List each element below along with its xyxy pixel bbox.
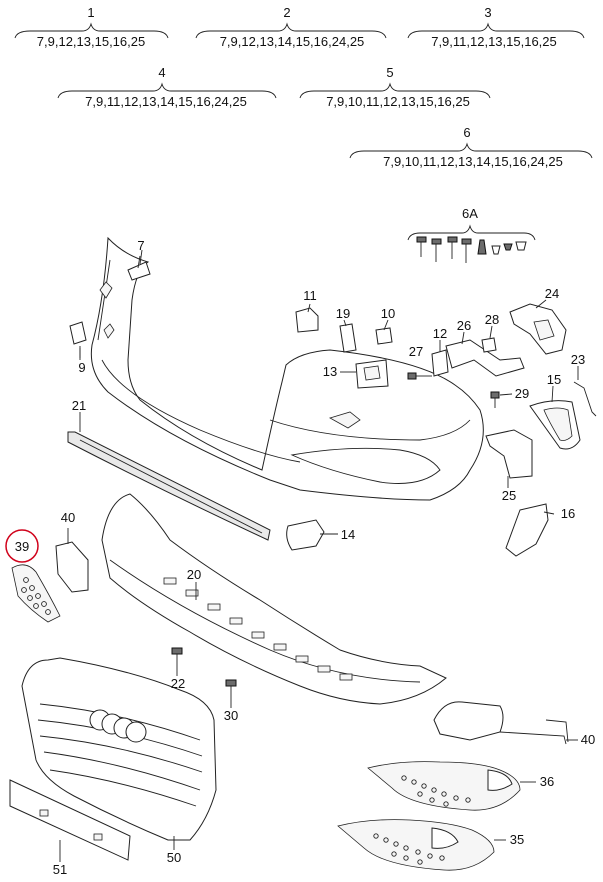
part-26-bracket[interactable]: [445, 339, 525, 377]
callout-23: 23: [571, 352, 585, 367]
group-list: 7,9,10,11,12,13,15,16,25: [326, 94, 470, 109]
callout-7: 7: [137, 238, 144, 253]
group-6[interactable]: 6 7,9,10,11,12,13,14,15,16,24,25: [349, 125, 593, 169]
callout-30: 30: [224, 708, 238, 723]
group-list: 7,9,10,11,12,13,14,15,16,24,25: [383, 154, 563, 169]
callout-39: 39: [15, 539, 29, 554]
part-9-clip[interactable]: [69, 321, 87, 358]
part-40-bracket-left[interactable]: [55, 541, 89, 593]
group-5[interactable]: 5 7,9,10,11,12,13,15,16,25: [299, 65, 491, 109]
part-29-bolt[interactable]: [490, 391, 500, 408]
part-10[interactable]: [375, 327, 393, 345]
group-number: 3: [484, 5, 491, 20]
callout-25: 25: [502, 488, 516, 503]
lower-trim-21[interactable]: [67, 431, 271, 541]
group-brace: [349, 142, 593, 159]
honeycomb-pattern: [373, 833, 445, 865]
group-list: 7,9,12,13,14,15,16,24,25: [220, 34, 365, 49]
callout-24: 24: [545, 286, 559, 301]
part-12[interactable]: [431, 349, 449, 377]
part-24-bracket[interactable]: [509, 303, 567, 355]
group-2[interactable]: 2 7,9,12,13,14,15,16,24,25: [195, 5, 387, 49]
honeycomb-pattern: [21, 577, 51, 615]
callout-50: 50: [167, 850, 181, 865]
part-36-grille[interactable]: [367, 761, 521, 811]
group-brace: [14, 22, 169, 39]
callout-11: 11: [303, 288, 317, 303]
part-11[interactable]: [295, 307, 319, 333]
callout-14: 14: [341, 527, 355, 542]
group-number: 4: [158, 65, 165, 80]
group-brace: [299, 82, 491, 99]
honeycomb-pattern: [401, 775, 471, 807]
part-35-grille[interactable]: [337, 819, 495, 871]
part-40-bracket-right[interactable]: [433, 701, 569, 745]
callout-13: 13: [323, 364, 337, 379]
group-brace: [407, 22, 585, 39]
callout-35: 35: [510, 832, 524, 847]
callouts: 7 9 11 19 10 12 26 28 24 27 13 23 15 29 …: [5, 238, 595, 877]
four-rings-logo: [89, 709, 147, 743]
callout-10: 10: [381, 306, 395, 321]
callout-15: 15: [547, 372, 561, 387]
hardware-kit-6a[interactable]: 6A: [407, 206, 536, 263]
part-51-plate-holder[interactable]: [9, 779, 131, 861]
group-number: 1: [87, 5, 94, 20]
part-20-absorber[interactable]: [101, 493, 447, 705]
group-number: 6: [463, 125, 470, 140]
callout-21: 21: [72, 398, 86, 413]
callout-51: 51: [53, 862, 67, 877]
part-23-strip[interactable]: [573, 381, 597, 417]
callout-20: 20: [187, 567, 201, 582]
part-30-bolt[interactable]: [225, 679, 237, 700]
group-list: 7,9,12,13,15,16,25: [37, 34, 145, 49]
callout-26: 26: [457, 318, 471, 333]
callout-36: 36: [540, 774, 554, 789]
group-brace: [57, 82, 277, 99]
highlight-ring: [5, 529, 39, 563]
part-25-bracket[interactable]: [485, 429, 533, 479]
group-number: 5: [386, 65, 393, 80]
kit-brace: [407, 224, 536, 241]
part-28[interactable]: [481, 337, 497, 353]
group-list: 7,9,11,12,13,15,16,25: [431, 34, 557, 49]
callout-27: 27: [409, 344, 423, 359]
part-39-grille-insert[interactable]: [11, 564, 61, 623]
group-1[interactable]: 1 7,9,12,13,15,16,25: [14, 5, 169, 49]
part-15-trim[interactable]: [529, 400, 581, 450]
group-4[interactable]: 4 7,9,11,12,13,14,15,16,24,25: [57, 65, 277, 109]
group-3[interactable]: 3 7,9,11,12,13,15,16,25: [407, 5, 585, 49]
callout-9: 9: [78, 360, 85, 375]
part-13[interactable]: [355, 359, 389, 389]
callout-40-upper: 40: [61, 510, 75, 525]
absorber-holes: [163, 577, 353, 681]
callout-12: 12: [433, 326, 447, 341]
group-brace: [195, 22, 387, 39]
kit-label: 6A: [462, 206, 478, 221]
group-number: 2: [283, 5, 290, 20]
leader-lines: [59, 249, 579, 862]
part-50-grille[interactable]: [21, 657, 217, 841]
part-16-bracket[interactable]: [505, 503, 549, 557]
group-list: 7,9,11,12,13,14,15,16,24,25: [85, 94, 247, 109]
callout-19: 19: [336, 306, 350, 321]
clip-icon: [477, 239, 527, 255]
part-22-bolt[interactable]: [171, 647, 183, 668]
screw-icon: [416, 236, 472, 263]
part-14-cap[interactable]: [286, 519, 325, 551]
callout-16: 16: [561, 506, 575, 521]
callout-28: 28: [485, 312, 499, 327]
part-27-bolt[interactable]: [407, 372, 432, 380]
callout-29: 29: [515, 386, 529, 401]
part-19[interactable]: [339, 323, 357, 353]
callout-40-lower: 40: [581, 732, 595, 747]
bumper-cover[interactable]: [90, 236, 484, 501]
callout-22: 22: [171, 676, 185, 691]
part-7-bracket[interactable]: [127, 255, 151, 281]
